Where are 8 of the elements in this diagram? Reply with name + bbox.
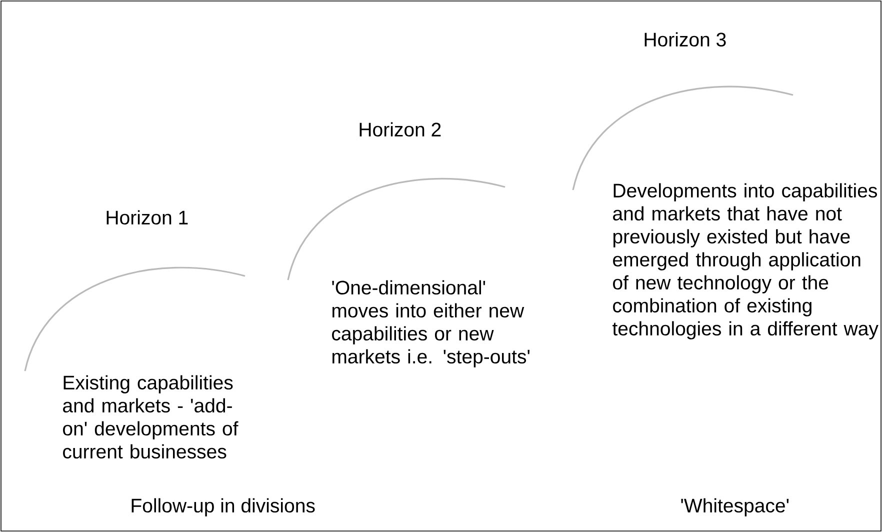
description-text: Developments into capabilities and markets that have not previously existed but have emerged through application of new technology or the combination of existing technologies in a different way [612, 183, 878, 340]
description-text: Existing capabilities and markets - 'add-on' developments of current businesses [63, 375, 238, 459]
horizon-label: Horizon 2 [360, 122, 441, 137]
horizon-label: Horizon 1 [106, 210, 188, 225]
footer-label: Follow-up in divisions [132, 498, 315, 516]
description-text: 'One-dimensional' moves into either new capabilities or new markets i.e. 'step-outs' [332, 280, 530, 368]
footer-label: 'Whitespace' [681, 498, 789, 516]
horizon-label: Horizon 3 [644, 32, 726, 47]
